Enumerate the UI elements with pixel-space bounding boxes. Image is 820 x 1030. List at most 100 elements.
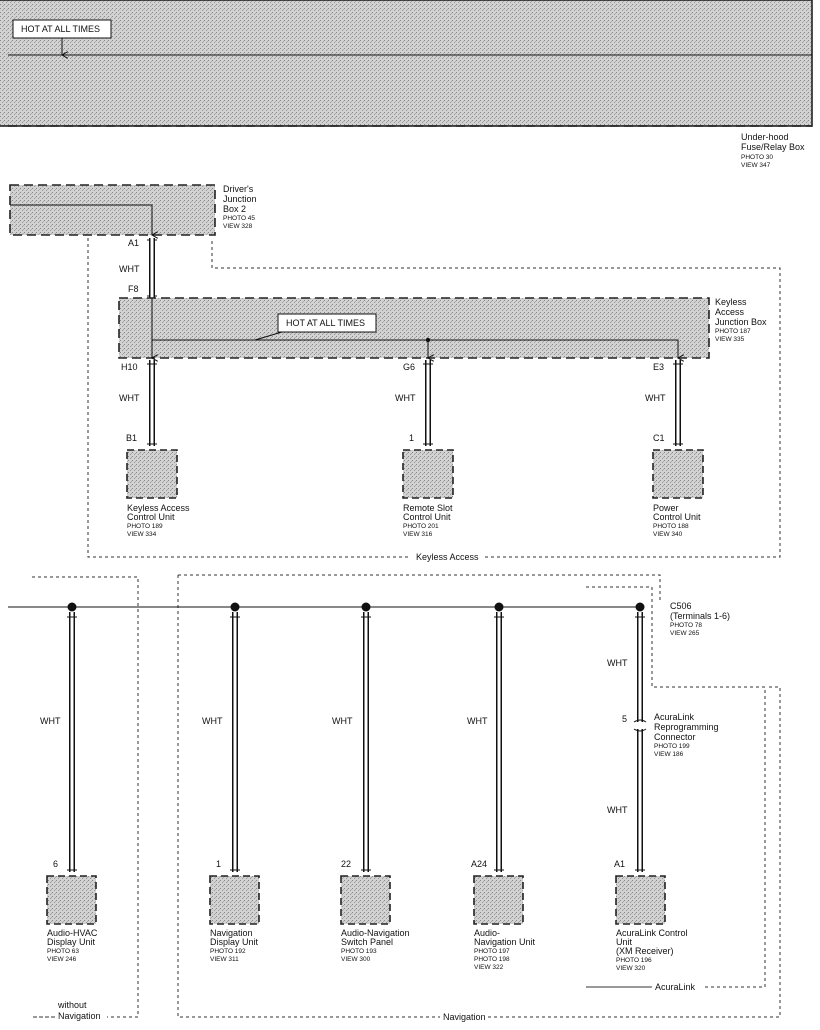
bottom-unit: WHT 1 Navigation Display Unit PHOTO 192 …: [202, 602, 260, 963]
keyless-access-boundary: [87, 238, 781, 558]
keyless-box-view: VIEW 335: [715, 336, 745, 343]
acuralink-boundary: [586, 586, 766, 988]
keyless-box-name-2: Access: [715, 307, 745, 317]
bottom-unit: WHT A24 Audio- Navigation Unit PHOTO 197…: [467, 602, 536, 971]
keyless-access-label: Keyless Access: [416, 552, 479, 562]
unit-view: VIEW 246: [47, 956, 77, 963]
drivers-junction-box: Driver's Junction Box 2 PHOTO 45 VIEW 32…: [9, 184, 257, 235]
unit-wire-color: WHT: [202, 716, 223, 726]
unit-photo: PHOTO 188: [653, 523, 689, 530]
acuralink-wire-bottom: WHT: [607, 805, 628, 815]
without-navigation-boundary: [32, 576, 139, 1018]
acuralink-unit-photo: PHOTO 196: [616, 957, 652, 964]
power-control-unit-block: [652, 449, 704, 499]
keyless-hot-label: HOT AT ALL TIMES: [286, 318, 365, 328]
navigation-boundary: [177, 574, 781, 1018]
keyless-junction-box: HOT AT ALL TIMES Keyless Access Junction…: [118, 297, 767, 358]
unit-wire-color: WHT: [467, 716, 488, 726]
unit-photo: PHOTO 193: [341, 948, 377, 955]
unit-name-1: Audio-: [474, 928, 500, 938]
fuse-box-view: VIEW 347: [741, 162, 771, 169]
unit-name-1: Audio-HVAC: [47, 928, 98, 938]
c506-name-2: (Terminals 1-6): [670, 611, 730, 621]
acuralink-wire-top: WHT: [607, 658, 628, 668]
keyless-branch: E3 WHT C1 Power Control Unit PHOTO 188 V…: [645, 360, 704, 538]
acuralink-section-label: AcuraLink: [655, 982, 696, 992]
c506-photo: PHOTO 78: [670, 622, 702, 629]
drivers-to-keyless-wire: A1 WHT F8: [119, 238, 157, 298]
unit-name-2: Navigation Unit: [474, 937, 536, 947]
keyless-branch: G6 WHT 1 Remote Slot Control Unit PHOTO …: [395, 360, 454, 538]
unit-view: VIEW 316: [403, 531, 433, 538]
navigation-label: Navigation: [443, 1012, 486, 1022]
drivers-box-view: VIEW 328: [223, 223, 253, 230]
c506-name-1: C506: [670, 601, 692, 611]
drivers-box-photo: PHOTO 45: [223, 215, 255, 222]
wire-color-drivers: WHT: [119, 264, 140, 274]
unit-view: VIEW 311: [210, 956, 239, 963]
keyless-hot-label-box: [277, 313, 377, 333]
acuralink-pin-reprog: 5: [622, 714, 627, 724]
pin-f8: F8: [128, 284, 139, 294]
unit-view: VIEW 300: [341, 956, 371, 963]
unit-wire-color: WHT: [40, 716, 61, 726]
reprog-name-3: Connector: [654, 732, 696, 742]
keyless-box-name-3: Junction Box: [715, 317, 767, 327]
branch-wire-color: WHT: [645, 393, 666, 403]
acuralink-unit-name-1: AcuraLink Control: [616, 928, 688, 938]
branch-wire-color: WHT: [119, 393, 140, 403]
unit-name-2: Control Unit: [127, 512, 175, 522]
unit-photo: PHOTO 63: [47, 948, 79, 955]
unit-pin: A24: [471, 859, 487, 869]
acuralink-unit-name-3: (XM Receiver): [616, 946, 674, 956]
reprog-name-2: Reprogramming: [654, 722, 719, 732]
fuse-relay-box: HOT AT ALL TIMES: [0, 0, 813, 127]
fuse-box-photo: PHOTO 30: [741, 154, 773, 161]
acuralink-control-unit-block: [615, 875, 666, 925]
unit-photo: PHOTO 201: [403, 523, 439, 530]
unit-name-2: Display Unit: [210, 937, 259, 947]
branch-pin-top: E3: [653, 362, 664, 372]
without-nav-label-2: Navigation: [58, 1011, 101, 1021]
without-nav-label-1: without: [57, 1000, 87, 1010]
unit-photo: PHOTO 192: [210, 948, 246, 955]
drivers-box-name-2: Junction: [223, 194, 257, 204]
bottom-unit: WHT 22 Audio-Navigation Switch Panel PHO…: [332, 602, 410, 963]
branch-pin-bottom: C1: [653, 433, 665, 443]
branch-wire-color: WHT: [395, 393, 416, 403]
fuse-hot-label: HOT AT ALL TIMES: [21, 24, 100, 34]
unit-view: VIEW 322: [474, 964, 504, 971]
unit-name-1: Keyless Access: [127, 503, 190, 513]
unit-pin: 22: [341, 859, 351, 869]
audio-nav-switch-panel-block: [340, 875, 391, 925]
keyless-control-unit-block: [126, 449, 178, 499]
unit-view: VIEW 334: [127, 531, 157, 538]
c506-connector: C506 (Terminals 1-6) PHOTO 78 VIEW 265: [8, 601, 730, 637]
unit-name-1: Audio-Navigation: [341, 928, 410, 938]
acuralink-unit-name-2: Unit: [616, 937, 633, 947]
remote-slot-unit-block: [402, 449, 454, 499]
fuse-box-caption: Under-hood Fuse/Relay Box PHOTO 30 VIEW …: [741, 132, 805, 169]
audio-hvac-display-block: [46, 875, 97, 925]
unit-name-1: Power: [653, 503, 679, 513]
navigation-display-block: [209, 875, 260, 925]
unit-photo: PHOTO 197: [474, 948, 510, 955]
keyless-branch: H10 WHT B1 Keyless Access Control Unit P…: [119, 360, 190, 538]
fuse-box-name-1: Under-hood: [741, 132, 789, 142]
unit-pin: 1: [216, 859, 221, 869]
acuralink-branch: WHT 5 AcuraLink Reprogramming Connector …: [607, 602, 719, 972]
acuralink-unit-view: VIEW 320: [616, 965, 646, 972]
keyless-box-name-1: Keyless: [715, 297, 747, 307]
c506-view: VIEW 265: [670, 630, 700, 637]
reprog-photo: PHOTO 199: [654, 743, 690, 750]
branch-pin-bottom: B1: [126, 433, 137, 443]
bottom-unit: WHT 6 Audio-HVAC Display Unit PHOTO 63 V…: [40, 602, 98, 963]
drivers-box-name-3: Box 2: [223, 204, 246, 214]
pin-a1: A1: [128, 238, 139, 248]
keyless-box-photo: PHOTO 187: [715, 328, 751, 335]
branch-pin-bottom: 1: [409, 433, 414, 443]
unit-name-1: Remote Slot: [403, 503, 453, 513]
unit-name-2: Control Unit: [403, 512, 451, 522]
unit-pin: 6: [53, 859, 58, 869]
